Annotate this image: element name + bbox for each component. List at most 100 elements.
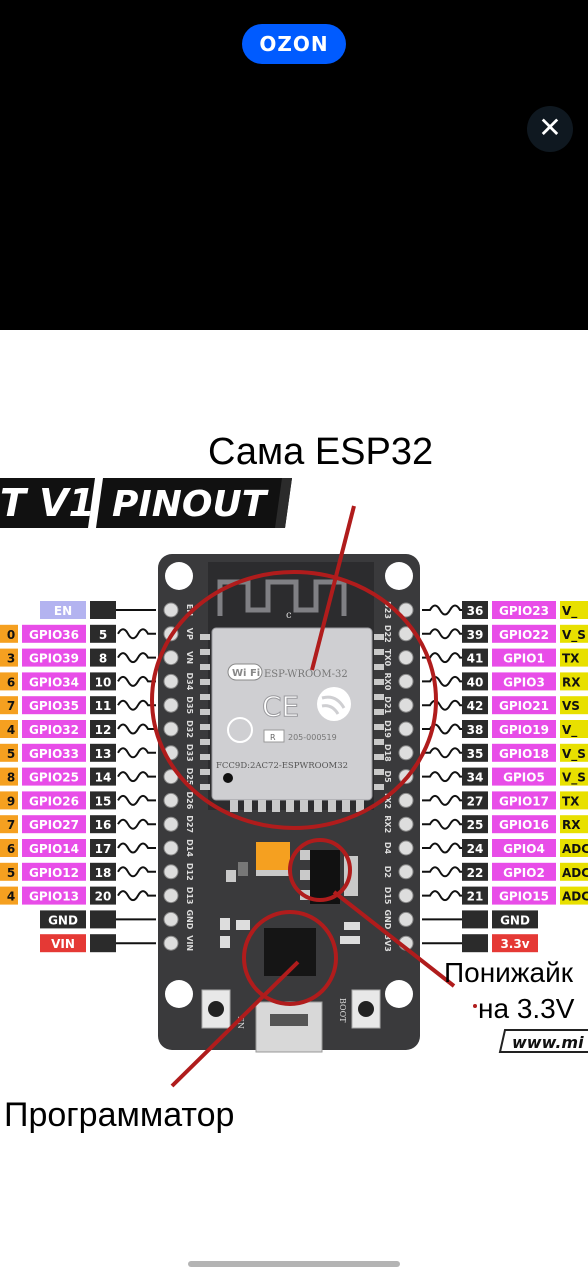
pin-connector (117, 699, 156, 711)
pin-suffix: VS (562, 699, 580, 713)
annotation-esp32: Сама ESP32 (208, 431, 433, 473)
module-pad (200, 754, 210, 760)
pin-connector (422, 604, 462, 616)
pin-suffix-box (560, 743, 588, 762)
pin-gpio-label-box (492, 886, 556, 905)
module-pad (356, 800, 364, 812)
module-pad (374, 694, 384, 700)
pin-suffix-box (560, 601, 588, 619)
pin-prefix-box (0, 886, 18, 905)
pin-number: 20 (95, 890, 112, 904)
board-pin-label: RX0 (383, 672, 392, 690)
pin-gpio-label-box (492, 720, 556, 738)
board-pin-pad (163, 697, 179, 713)
pin-gpio-label: GPIO3 (503, 675, 545, 689)
pin-suffix: RX (562, 675, 581, 689)
pin-number: 18 (95, 866, 112, 880)
board-pin-label: D2 (383, 866, 392, 878)
board-pin-pad (163, 888, 179, 904)
pin-number-box (90, 672, 116, 691)
pin-gpio-label-box (22, 648, 86, 667)
pin-gpio-label: GPIO12 (29, 866, 79, 880)
regulator-pointer-line (332, 890, 456, 988)
esp32-pointer-line (310, 505, 356, 671)
board-pin-label: D4 (383, 842, 392, 855)
board-pin-label: D22 (383, 625, 392, 643)
board-pin-pad (163, 792, 179, 808)
module-pad (374, 784, 384, 790)
pin-number-box (90, 791, 116, 810)
module-pad (200, 739, 210, 745)
pin-prefix-box (0, 624, 18, 643)
pin-number: 34 (467, 771, 484, 785)
pin-gpio-label-box (492, 624, 556, 643)
pin-number: 13 (95, 747, 112, 761)
pin-prefix: 7 (7, 699, 15, 713)
board-pin-pad (398, 626, 414, 642)
pin-prefix-box (0, 839, 18, 857)
module-pad (230, 800, 238, 812)
board-pin-label: D5 (383, 770, 392, 783)
module-pad (314, 800, 322, 812)
mount-hole (385, 980, 413, 1008)
pin-prefix: 0 (7, 628, 15, 642)
cert-logo-icon (227, 717, 253, 743)
pin-gpio-label: GPIO34 (29, 675, 79, 689)
pin-number-box (90, 767, 116, 786)
board-pin-label: D33 (185, 744, 194, 762)
pin-number: 24 (467, 842, 484, 856)
pin-gpio-label-box (22, 815, 86, 834)
board-pin-label: D27 (185, 815, 194, 833)
wifi-logo-icon: Wi Fi (232, 668, 260, 679)
pin-prefix-box (0, 720, 18, 738)
annotation-regulator-line2: на 3.3V (478, 993, 575, 1024)
pin-number: 10 (95, 675, 112, 689)
pin-suffix-box (560, 815, 588, 834)
pin-suffix-box (560, 672, 588, 691)
pin-number-box (462, 767, 488, 786)
pin-number-box (90, 648, 116, 667)
module-pad (200, 634, 210, 640)
pin-gpio-label-box (492, 672, 556, 691)
close-button[interactable]: ✕ (527, 106, 573, 152)
pin-number: 42 (467, 699, 484, 713)
pin-gpio-label-box (492, 815, 556, 834)
pin-connector (117, 652, 156, 664)
board-pin-pad (163, 721, 179, 737)
pin-gpio-label: GPIO14 (29, 842, 79, 856)
pin-gpio-label: GPIO21 (499, 699, 549, 713)
pin-gpio-label-box (22, 886, 86, 905)
board-pin-label: VIN (185, 935, 194, 951)
module-pad (200, 709, 210, 715)
module-pad (374, 709, 384, 715)
module-pad (374, 754, 384, 760)
pin-suffix: ADC (562, 890, 588, 904)
pin-number: 14 (95, 771, 112, 785)
pin-prefix-box (0, 767, 18, 786)
home-indicator[interactable] (188, 1261, 400, 1267)
pin-number-box (90, 696, 116, 715)
board-pin-label: D12 (185, 863, 194, 881)
pin-gpio-label-box (22, 839, 86, 857)
ozon-logo[interactable]: OZON (242, 24, 346, 64)
module-pad (200, 694, 210, 700)
pin-gpio-label-box (40, 934, 86, 953)
module-pad (374, 649, 384, 655)
annotation-programmer: Программатор (4, 1096, 234, 1134)
pin-number: 17 (95, 842, 112, 856)
pin-number-box (90, 886, 116, 905)
product-image-viewer[interactable]: T V1 PINOUT Сама ESP32 c Wi Fi ESP-WROOM… (0, 330, 588, 1240)
pin-number-box (462, 672, 488, 691)
board-pin-label: VP (185, 628, 194, 640)
pin-gpio-label-box (492, 839, 556, 857)
pin-gpio-label-box (492, 791, 556, 810)
pin-number-box (90, 815, 116, 834)
board-pin-label: GND (185, 909, 194, 929)
fcc-label: FCC9D:2AC72-ESPWROOM32 (216, 761, 348, 771)
pin-prefix: 4 (7, 723, 15, 737)
pin-number: 38 (467, 723, 484, 737)
pin-gpio-label: GPIO2 (503, 866, 545, 880)
module-pad (258, 800, 266, 812)
pin-number-box (462, 720, 488, 738)
pin-suffix: V_ (562, 723, 577, 738)
